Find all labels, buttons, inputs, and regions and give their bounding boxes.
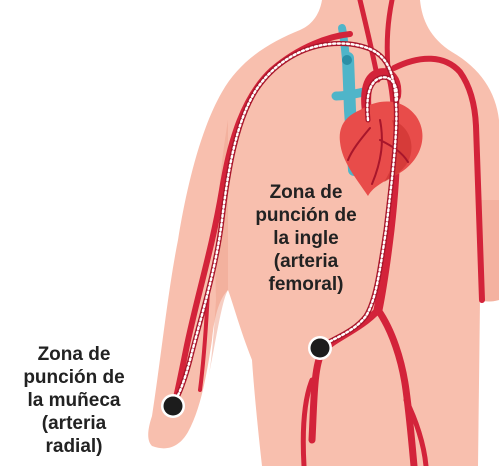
radial-label-line: punción de [4,366,144,389]
femoral-puncture-point-icon [308,336,332,360]
vein-opening [342,55,352,65]
femoral-label-line: punción de [226,204,386,227]
radial-label-line: Zona de [4,343,144,366]
radial-label-line: (arteria [4,412,144,435]
femoral-label-line: la ingle [226,227,386,250]
radial-puncture-label: Zona de punción de la muñeca (arteria ra… [4,343,144,458]
radial-puncture-point-icon [161,394,185,418]
femoral-puncture-label: Zona de punción de la ingle (arteria fem… [226,181,386,296]
femoral-label-line: (arteria [226,250,386,273]
femoral-label-line: Zona de [226,181,386,204]
femoral-label-line: femoral) [226,273,386,296]
brachiocephalic-vein [336,92,364,96]
radial-label-line: la muñeca [4,389,144,412]
radial-label-line: radial) [4,435,144,458]
